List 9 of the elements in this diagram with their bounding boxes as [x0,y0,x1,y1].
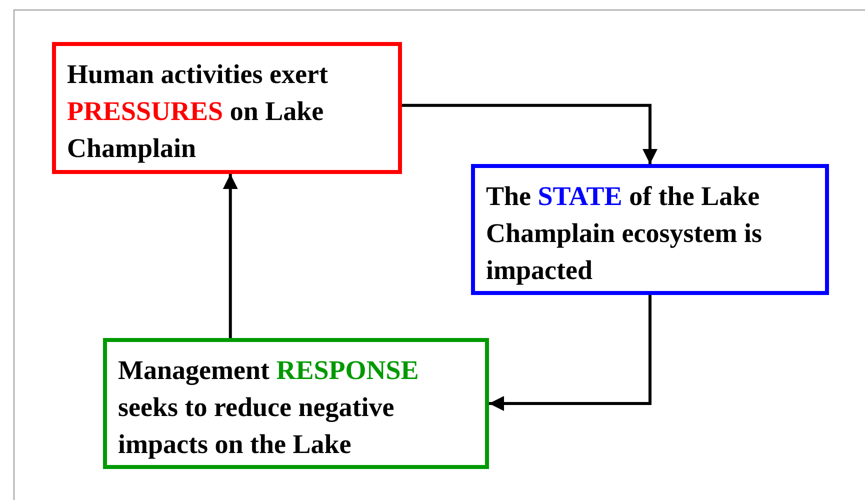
arrow [222,174,238,338]
text-box [471,164,829,295]
arrow [402,104,658,164]
box-text: Human activities exert PRESSURES on Lake Champlain [67,58,329,165]
box-text: The STATE of the Lake Champlain ecosystem is impacted [486,180,764,287]
text-box [103,338,489,469]
box-text: Management RESPONSE seeks to reduce negative impacts on the Lake [118,354,420,461]
text-box [52,42,402,174]
arrow [489,295,652,411]
